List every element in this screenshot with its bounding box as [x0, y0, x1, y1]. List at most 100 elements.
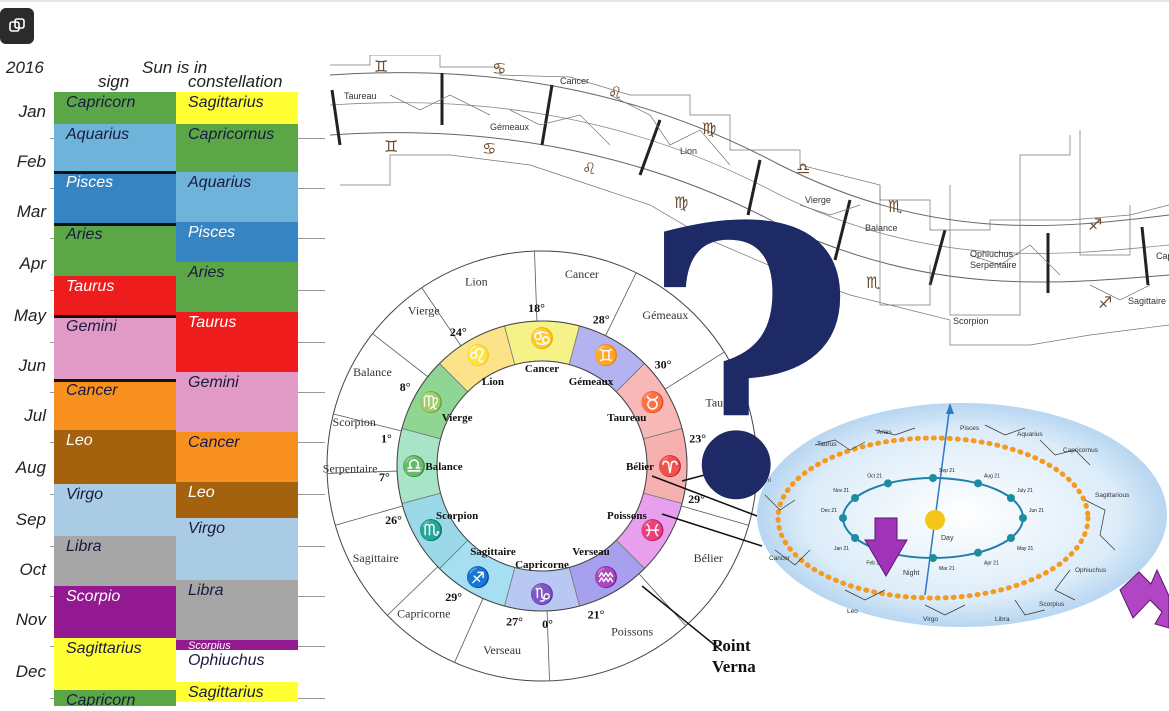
- libra-symbol: ♎: [796, 159, 811, 178]
- sign-separator: [54, 171, 176, 174]
- orbit-date-label: Aug 21: [984, 473, 1000, 479]
- wheel-sign-symbol: ♋: [530, 326, 555, 350]
- wheel-inner-label: Verseau: [572, 546, 609, 558]
- wheel-spoke: [421, 287, 462, 347]
- strip-label-taureau: Taureau: [344, 91, 377, 101]
- wheel-degree-label: 0°: [542, 617, 553, 631]
- sign-cell: Capricorn: [54, 92, 176, 124]
- earth-dot: [929, 554, 937, 562]
- wheel-outer-label: Serpentaire: [323, 462, 378, 476]
- wheel-spoke: [372, 333, 428, 378]
- wheel-outer-label: Poissons: [611, 625, 653, 639]
- arrow-icon-down: [864, 517, 908, 577]
- point-label-1: Point: [712, 636, 751, 655]
- gemini-symbol: ♊: [374, 57, 389, 76]
- wheel-degree-label: 21°: [588, 607, 605, 621]
- wheel-inner-label: Vierge: [442, 412, 473, 424]
- wheel-sign-symbol: ♐: [466, 565, 491, 589]
- strip-label-serpentaire: Serpentaire: [970, 260, 1017, 270]
- sign-cell: Libra: [54, 536, 176, 586]
- orbit-day-label: Day: [941, 535, 954, 542]
- orbit-date-label: Jun 21: [1029, 508, 1044, 514]
- point-label-2: Verna: [712, 657, 756, 676]
- wheel-inner-label: Lion: [482, 376, 504, 388]
- earth-dot: [839, 514, 847, 522]
- orbit-constellation-label: Taurus: [817, 441, 837, 448]
- wheel-inner-label: Gémeaux: [569, 376, 614, 388]
- wheel-spoke: [387, 566, 438, 616]
- wheel-inner-label: Scorpion: [436, 510, 478, 522]
- wheel-outer-label: Scorpion: [333, 415, 376, 429]
- orbit-date-label: May 21: [1017, 546, 1034, 552]
- earth-dot: [1006, 534, 1015, 542]
- wheel-sign-symbol: ♉: [640, 390, 665, 414]
- earth-dot: [851, 534, 860, 542]
- constellation-cell: Capricornus: [176, 124, 298, 172]
- virgo-symbol: ♍: [702, 119, 717, 138]
- month-label: Jul: [24, 406, 46, 425]
- strip-label-balance: Balance: [865, 223, 898, 233]
- earth-dot: [1006, 494, 1015, 502]
- sign-cell: Leo: [54, 430, 176, 484]
- wheel-outer-label: Taureau: [705, 396, 743, 410]
- wheel-spoke: [454, 598, 484, 663]
- constellation-cell: Sagittarius: [176, 682, 298, 702]
- orbit-date-label: Apr 21: [984, 561, 999, 567]
- lens-icon: [9, 18, 25, 32]
- wheel-spoke: [335, 505, 403, 526]
- orbit-date-label: Dec 21: [821, 508, 837, 514]
- constellation-cell: Virgo: [176, 518, 298, 580]
- sign-separator: [54, 315, 176, 318]
- orbit-constellation-label: Capricornus: [1063, 447, 1099, 454]
- sign-separator: [54, 379, 176, 382]
- orbit-constellation-label: Sagittarious: [1095, 492, 1130, 499]
- strip-label-cap: Cap: [1156, 251, 1169, 261]
- orbit-date-label: Feb 21: [866, 561, 882, 567]
- header-sign: sign: [98, 72, 130, 91]
- sign-cell: Gemini: [54, 316, 176, 380]
- earth-dot: [974, 548, 982, 557]
- wheel-inner-label: Balance: [425, 461, 462, 473]
- orbit-constellation-label: Scorpius: [1039, 601, 1065, 608]
- month-label: Dec: [15, 662, 46, 681]
- gemini-symbol-lower: ♊: [384, 137, 399, 156]
- wheel-outer-label: Cancer: [565, 267, 599, 281]
- wheel-sign-symbol: ♏: [419, 518, 444, 542]
- orbit-constellation-label: Libra: [995, 616, 1010, 623]
- sign-cell: Capricorn: [54, 690, 176, 706]
- wheel-inner-label: Bélier: [626, 461, 654, 473]
- month-label: Apr: [19, 254, 46, 273]
- sign-cell: Taurus: [54, 276, 176, 316]
- wheel-sign-symbol: ♑: [530, 582, 555, 606]
- month-label: Jun: [18, 356, 46, 375]
- wheel-sign-symbol: ♊: [594, 343, 619, 367]
- constellation-cell: Leo: [176, 482, 298, 518]
- month-label: Aug: [15, 458, 46, 477]
- strip-label-sagittaire: Sagittaire: [1128, 296, 1167, 306]
- constellation-cell: Gemini: [176, 372, 298, 432]
- strip-label-gemeaux: Gémeaux: [490, 122, 530, 132]
- wheel-sign-symbol: ♎: [402, 454, 427, 478]
- wheel-spoke: [681, 505, 749, 526]
- wheel-degree-label: 1°: [381, 432, 392, 446]
- orbit-date-label: Sep 21: [939, 468, 955, 474]
- sagittarius-symbol: ♐: [1088, 215, 1103, 234]
- month-label: Mar: [16, 202, 46, 221]
- orbit-constellation-label: Aquarius: [1017, 431, 1043, 438]
- scorpio-symbol: ♏: [888, 197, 903, 216]
- wheel-inner-label: Taureau: [607, 412, 646, 424]
- wheel-spoke: [664, 351, 725, 390]
- wheel-sign-symbol: ♓: [640, 518, 665, 542]
- visual-search-button[interactable]: [0, 8, 34, 44]
- zodiac-wheel: LionCancerGémeauxTaureauBélierPoissonsVe…: [323, 250, 762, 682]
- sign-cell: Cancer: [54, 380, 176, 430]
- sign-cell: Pisces: [54, 172, 176, 224]
- earth-dot: [851, 494, 860, 502]
- wheel-outer-label: Capricorne: [397, 606, 450, 620]
- scorpio-symbol-lower: ♏: [866, 273, 881, 292]
- strip-label-scorpion: Scorpion: [953, 316, 989, 326]
- month-label: Oct: [19, 560, 46, 579]
- wheel-degree-label: 7°: [379, 470, 390, 484]
- wheel-degree-label: 27°: [506, 615, 523, 629]
- leo-symbol-lower: ♌: [582, 159, 597, 178]
